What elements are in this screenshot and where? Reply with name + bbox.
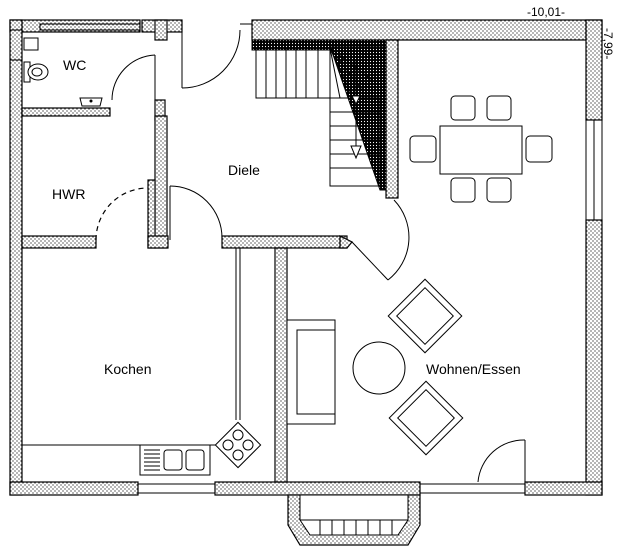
room-label-wc: WC [63,57,86,73]
kitchen-sink-icon [139,444,211,476]
room-label-hwr: HWR [52,186,85,202]
windows [9,23,603,494]
room-label-wohnen: Wohnen/Essen [426,361,521,377]
stair-icon [251,39,387,191]
armchair-icon [387,278,464,456]
doors [95,23,526,483]
kitchen-counter [22,248,241,446]
sink-icon [79,97,103,107]
bay-projection [287,494,421,546]
dimension-width-label: -10,01- [527,5,565,19]
interior-walls [21,19,399,483]
room-label-diele: Diele [228,162,260,178]
stove-icon [214,421,262,469]
dining-table-icon [409,95,553,203]
sofa-icon [286,319,336,425]
room-label-kochen: Kochen [104,361,151,377]
round-table-icon [352,341,406,395]
toilet-icon [23,37,49,83]
dimension-depth-label: -7,99- [601,28,615,59]
